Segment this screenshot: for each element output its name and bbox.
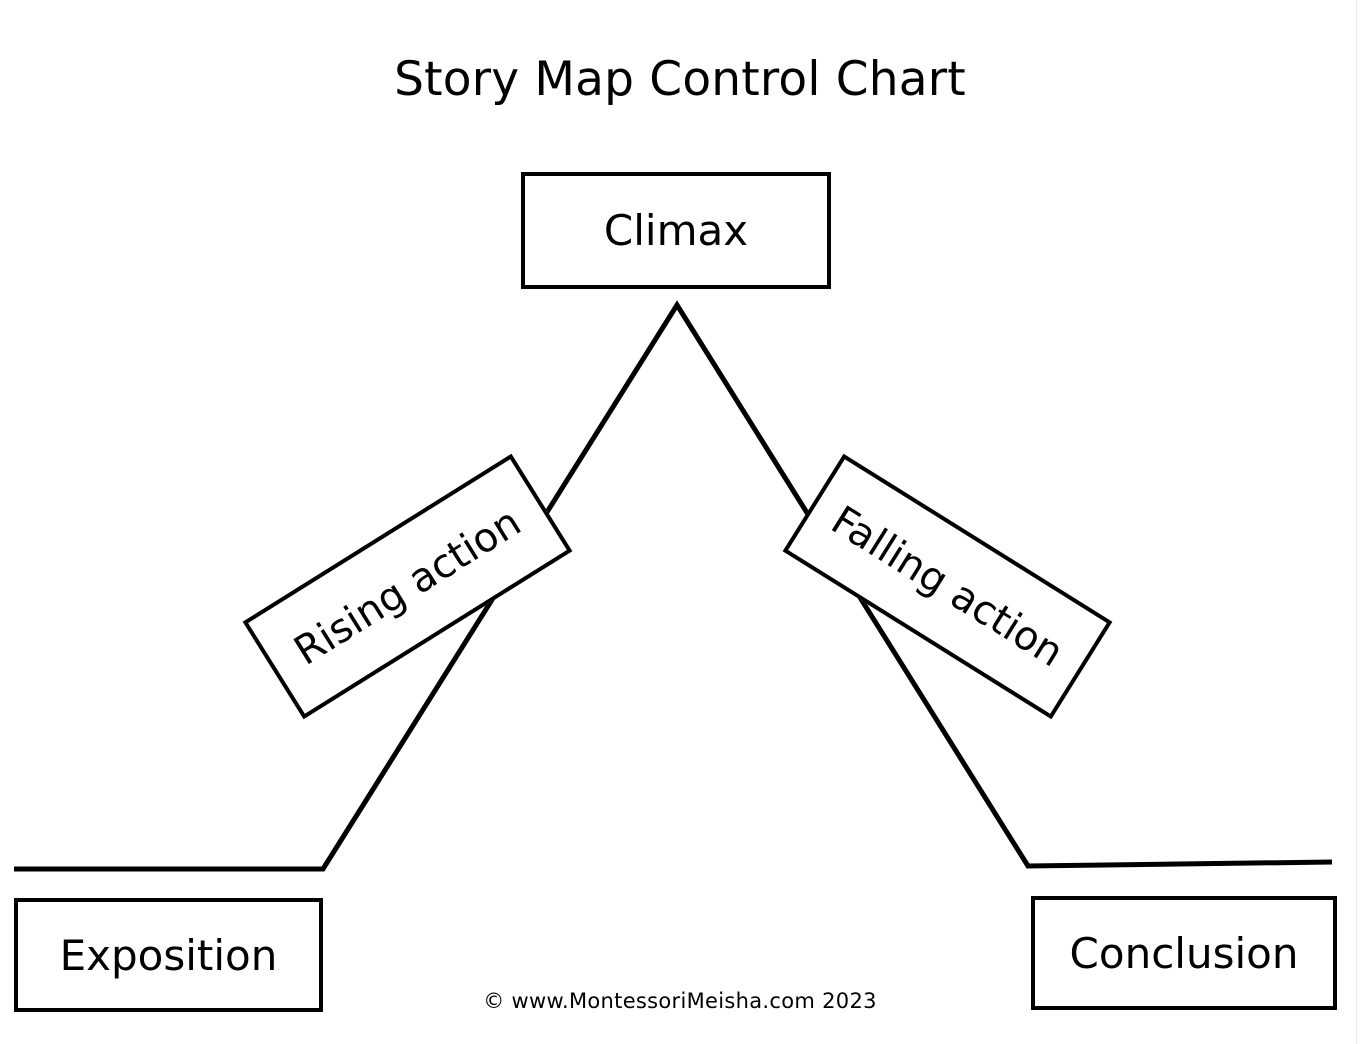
footer-site-url: www.MontessoriMeisha.com [511, 989, 816, 1013]
story-arc-polyline [14, 300, 1333, 872]
page-title: Story Map Control Chart [394, 52, 966, 107]
climax-label: Climax [603, 206, 749, 255]
exposition-label: Exposition [59, 930, 278, 980]
climax-box[interactable]: Climax [521, 172, 831, 289]
conclusion-box[interactable]: Conclusion [1031, 896, 1337, 1010]
exposition-box[interactable]: Exposition [14, 898, 323, 1012]
conclusion-label: Conclusion [1069, 928, 1299, 978]
footer-year: 2023 [822, 989, 877, 1013]
page-edge-divider [1356, 0, 1357, 1044]
copyright-icon: © [483, 989, 505, 1013]
